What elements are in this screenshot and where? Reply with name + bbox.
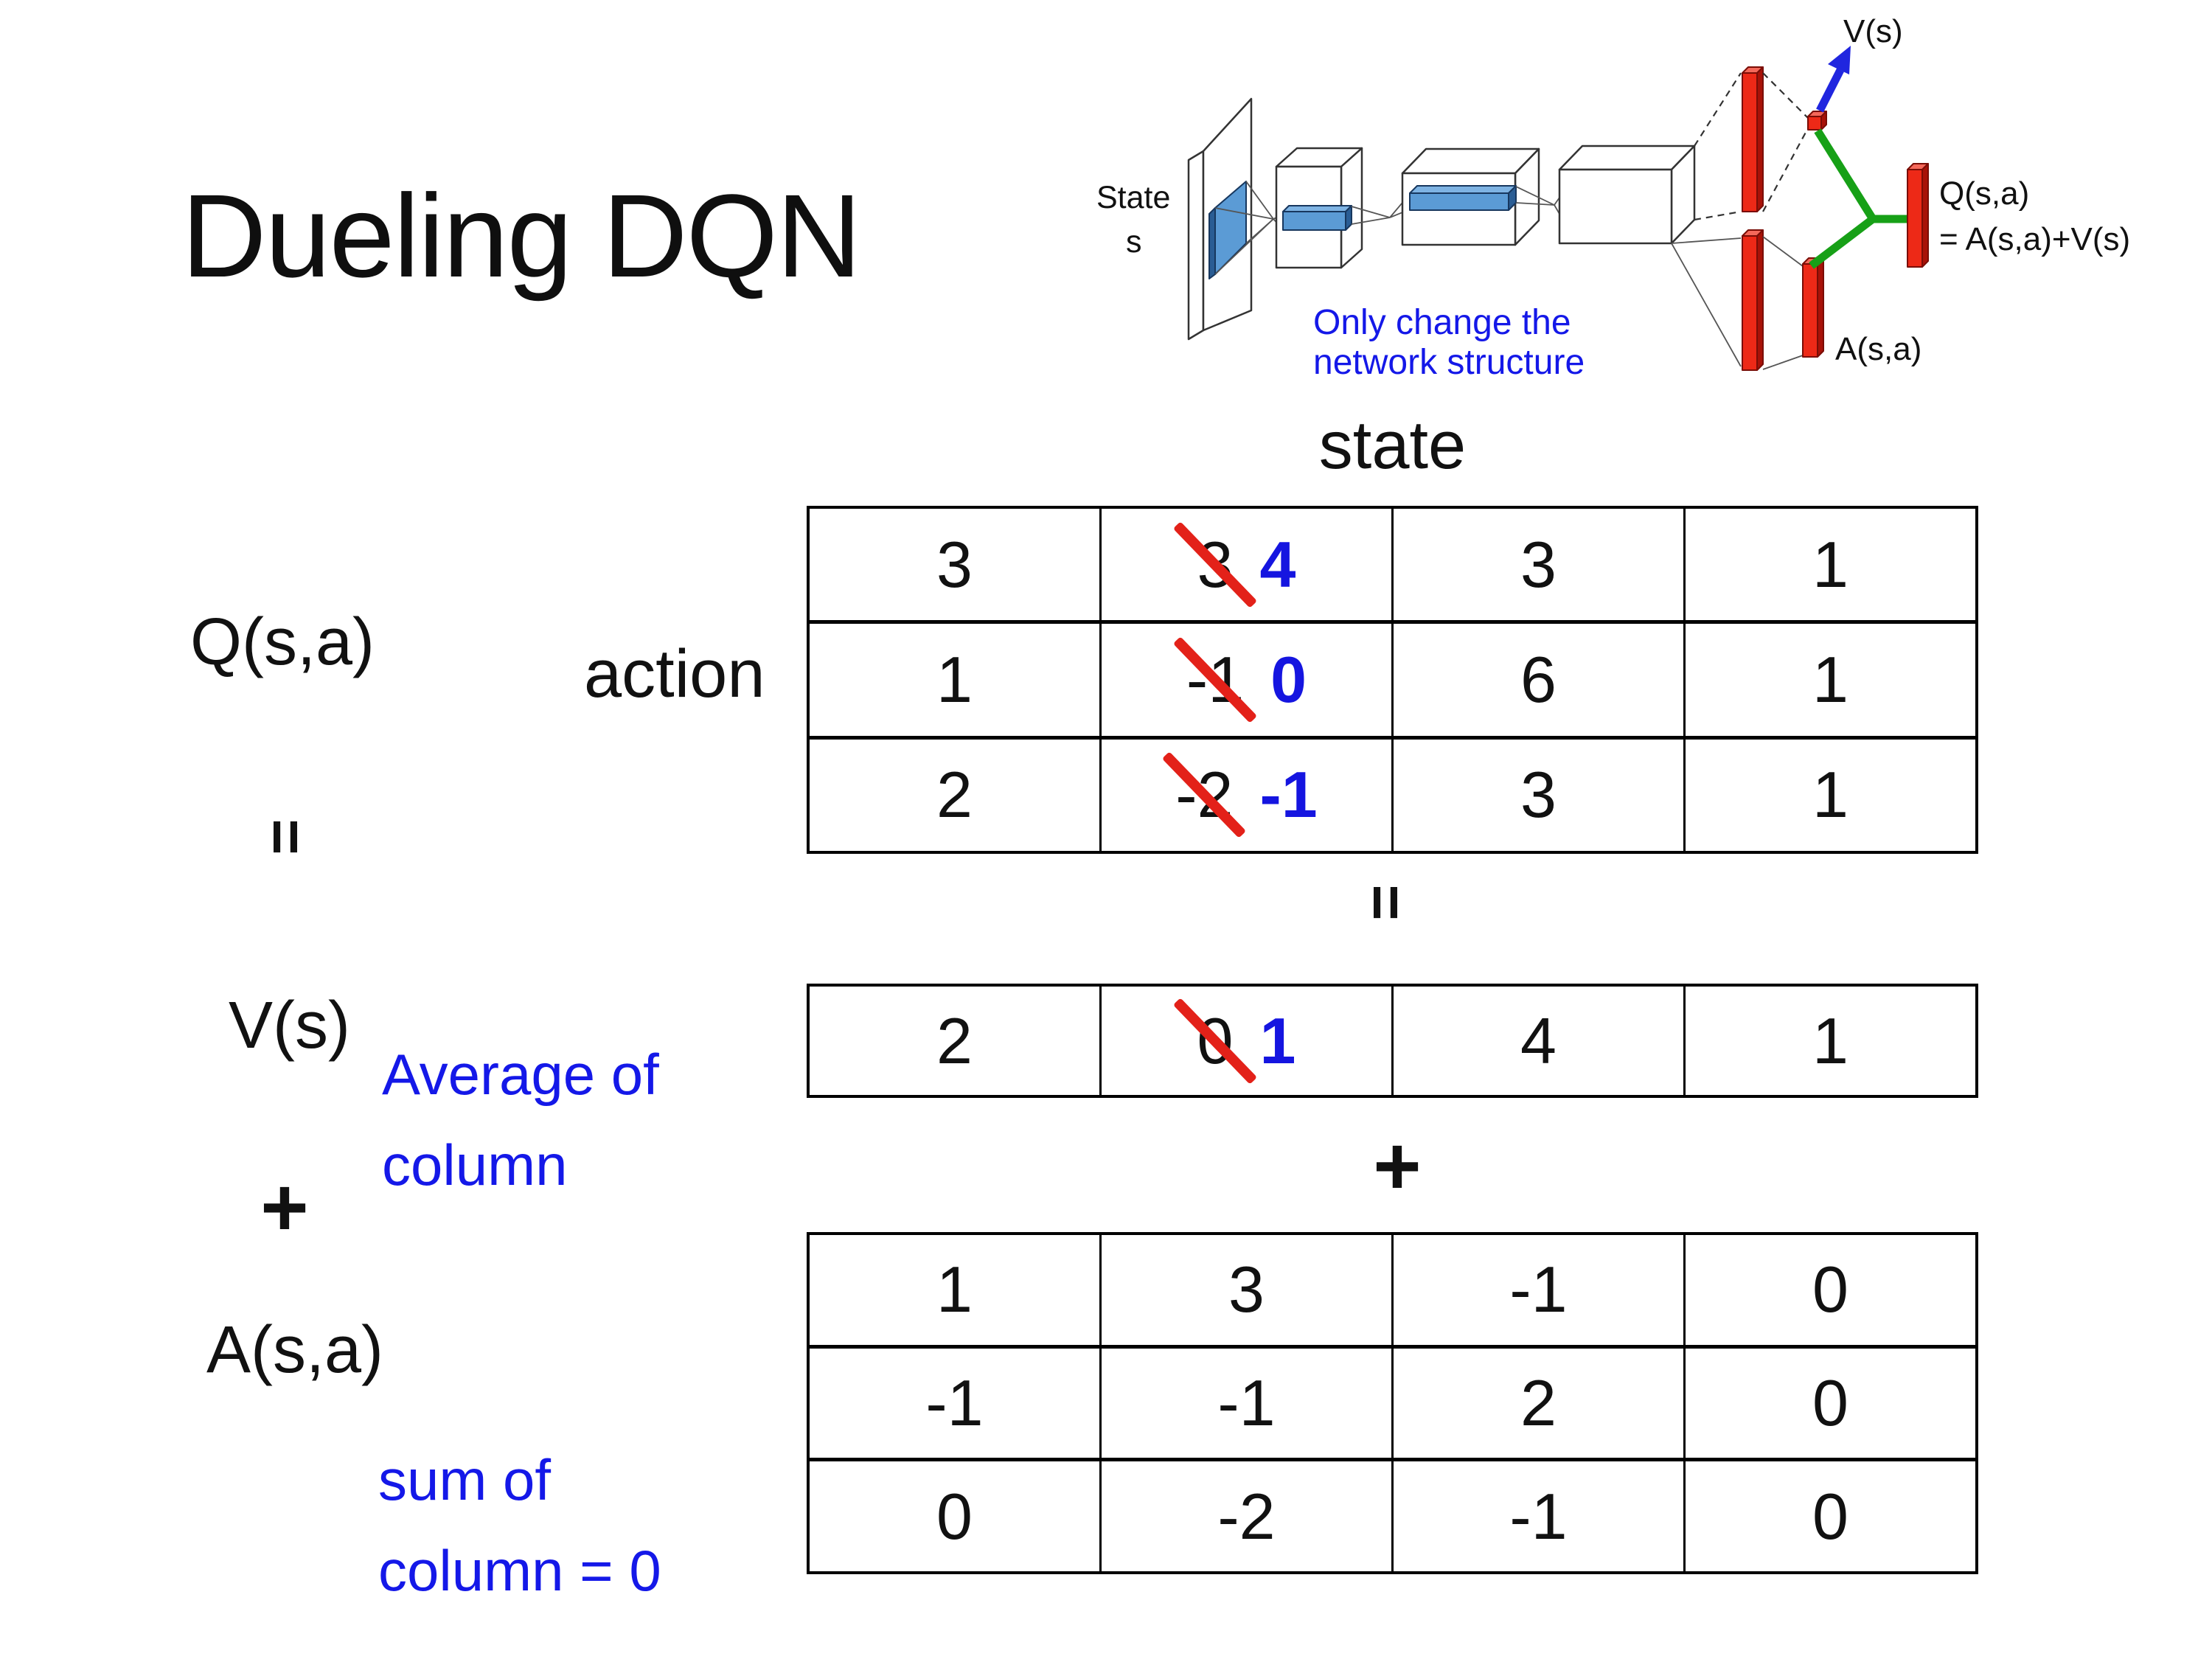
table-cell-crossed: -2 -1 [1102, 739, 1394, 851]
plus-sign-left: + [260, 1161, 309, 1253]
equals-sign-left: = [251, 807, 321, 866]
table-cell: 0 [1812, 1253, 1848, 1326]
advantage-vector-bar [1802, 257, 1824, 358]
old-value: 0 [1172, 997, 1258, 1085]
table-cell: 2 [810, 987, 1102, 1095]
table-cell: 3 [1394, 509, 1686, 621]
table-cell: 4 [1394, 987, 1686, 1095]
note-line: Average of [382, 1042, 659, 1107]
equals-sign-middle: = [1352, 873, 1421, 932]
feature-bar-2 [1409, 185, 1517, 211]
note-line: column [382, 1133, 568, 1198]
table-row: 2 0 1 4 1 [810, 987, 1975, 1095]
table-cell: -2 [1102, 1461, 1394, 1572]
dueling-network-diagram: State s V(s) Q(s,a) = A(s,a)+V(s) A(s,a)… [1096, 13, 2130, 382]
a-table: 1 3 -1 0 -1 -1 2 0 0 -2 -1 0 [807, 1232, 1978, 1574]
note-line: column = 0 [378, 1538, 661, 1604]
table-cell: 0 [810, 1461, 1102, 1572]
table-row: 1 3 -1 0 [810, 1235, 1975, 1349]
plus-sign-middle: + [1373, 1120, 1422, 1212]
old-value: 3 [1172, 521, 1258, 608]
table-cell: 1 [1812, 758, 1848, 832]
table-row: 2 -2 -1 3 1 [810, 739, 1975, 851]
table-cell: 0 [1812, 1479, 1848, 1553]
table-row: 0 -2 -1 0 [810, 1461, 1975, 1572]
table-cell: 3 [810, 509, 1102, 621]
table-cell: -1 [1102, 1348, 1394, 1458]
old-value: -2 [1162, 751, 1247, 839]
table-cell: 6 [1394, 624, 1686, 736]
new-value: 1 [1259, 1004, 1296, 1077]
diagram-state-label: State [1096, 180, 1170, 215]
equals-glyph: = [1352, 884, 1421, 921]
diagram-v-label: V(s) [1843, 13, 1903, 49]
v-function-label: V(s) [229, 989, 350, 1062]
table-cell: 2 [1394, 1348, 1686, 1458]
slide-title: Dueling DQN [181, 170, 862, 302]
table-cell: 0 [1812, 1366, 1848, 1439]
table-cell-crossed: -1 0 [1102, 624, 1394, 736]
equals-glyph: = [251, 818, 321, 855]
new-value: 0 [1270, 642, 1307, 716]
table-cell: 1 [810, 1235, 1102, 1345]
table-cell: 1 [1812, 1004, 1848, 1077]
a-function-label: A(s,a) [206, 1313, 384, 1387]
table-cell: 2 [810, 739, 1102, 851]
diagram-note-line1: Only change the [1313, 303, 1571, 342]
merge-connector-green [1809, 128, 1912, 269]
conv-layer-box-3 [1558, 145, 1696, 245]
sum-of-column-note: sum of column = 0 [378, 1435, 661, 1616]
diagram-q-formula: = A(s,a)+V(s) [1939, 221, 2130, 257]
conv-layer-box-1 [1275, 147, 1363, 269]
table-cell: -1 [1394, 1461, 1686, 1572]
v-table: 2 0 1 4 1 [807, 984, 1978, 1098]
new-value: 4 [1259, 527, 1296, 601]
new-value: -1 [1259, 758, 1318, 832]
table-cell-crossed: 0 1 [1102, 987, 1394, 1095]
table-cell-crossed: 3 4 [1102, 509, 1394, 621]
value-scalar-node [1807, 111, 1827, 131]
table-cell: 1 [1812, 642, 1848, 716]
old-value: -1 [1172, 636, 1258, 723]
stream-connector-lines [1762, 72, 1809, 370]
q-output-bar [1907, 163, 1929, 268]
table-cell: 3 [1102, 1235, 1394, 1345]
fc-bar-value-stream [1742, 66, 1764, 212]
fc-bar-advantage-stream [1742, 229, 1764, 371]
table-cell: 3 [1394, 739, 1686, 851]
q-function-label: Q(s,a) [190, 605, 375, 679]
diagram-q-label: Q(s,a) [1939, 175, 2029, 212]
table-row: 3 3 4 3 1 [810, 509, 1975, 625]
feature-bar-1 [1282, 205, 1352, 231]
value-arrow-icon [1816, 46, 1851, 113]
split-connector-lines [1671, 72, 1742, 367]
table-row: 1 -1 0 6 1 [810, 624, 1975, 740]
diagram-a-label: A(s,a) [1835, 331, 1921, 367]
note-line: sum of [378, 1447, 552, 1512]
diagram-note-line2: network structure [1313, 343, 1585, 382]
table-cell: 1 [1812, 527, 1848, 601]
table-cell: 1 [810, 624, 1102, 736]
table-cell: -1 [810, 1348, 1102, 1458]
table-cell: -1 [1394, 1235, 1686, 1345]
average-of-column-note: Average of column [382, 1029, 659, 1211]
state-axis-label: state [1318, 408, 1467, 483]
diagram-state-s: s [1126, 224, 1142, 260]
q-table: 3 3 4 3 1 1 -1 0 6 1 2 [807, 506, 1978, 854]
table-row: -1 -1 2 0 [810, 1348, 1975, 1462]
action-axis-label: action [584, 636, 765, 712]
